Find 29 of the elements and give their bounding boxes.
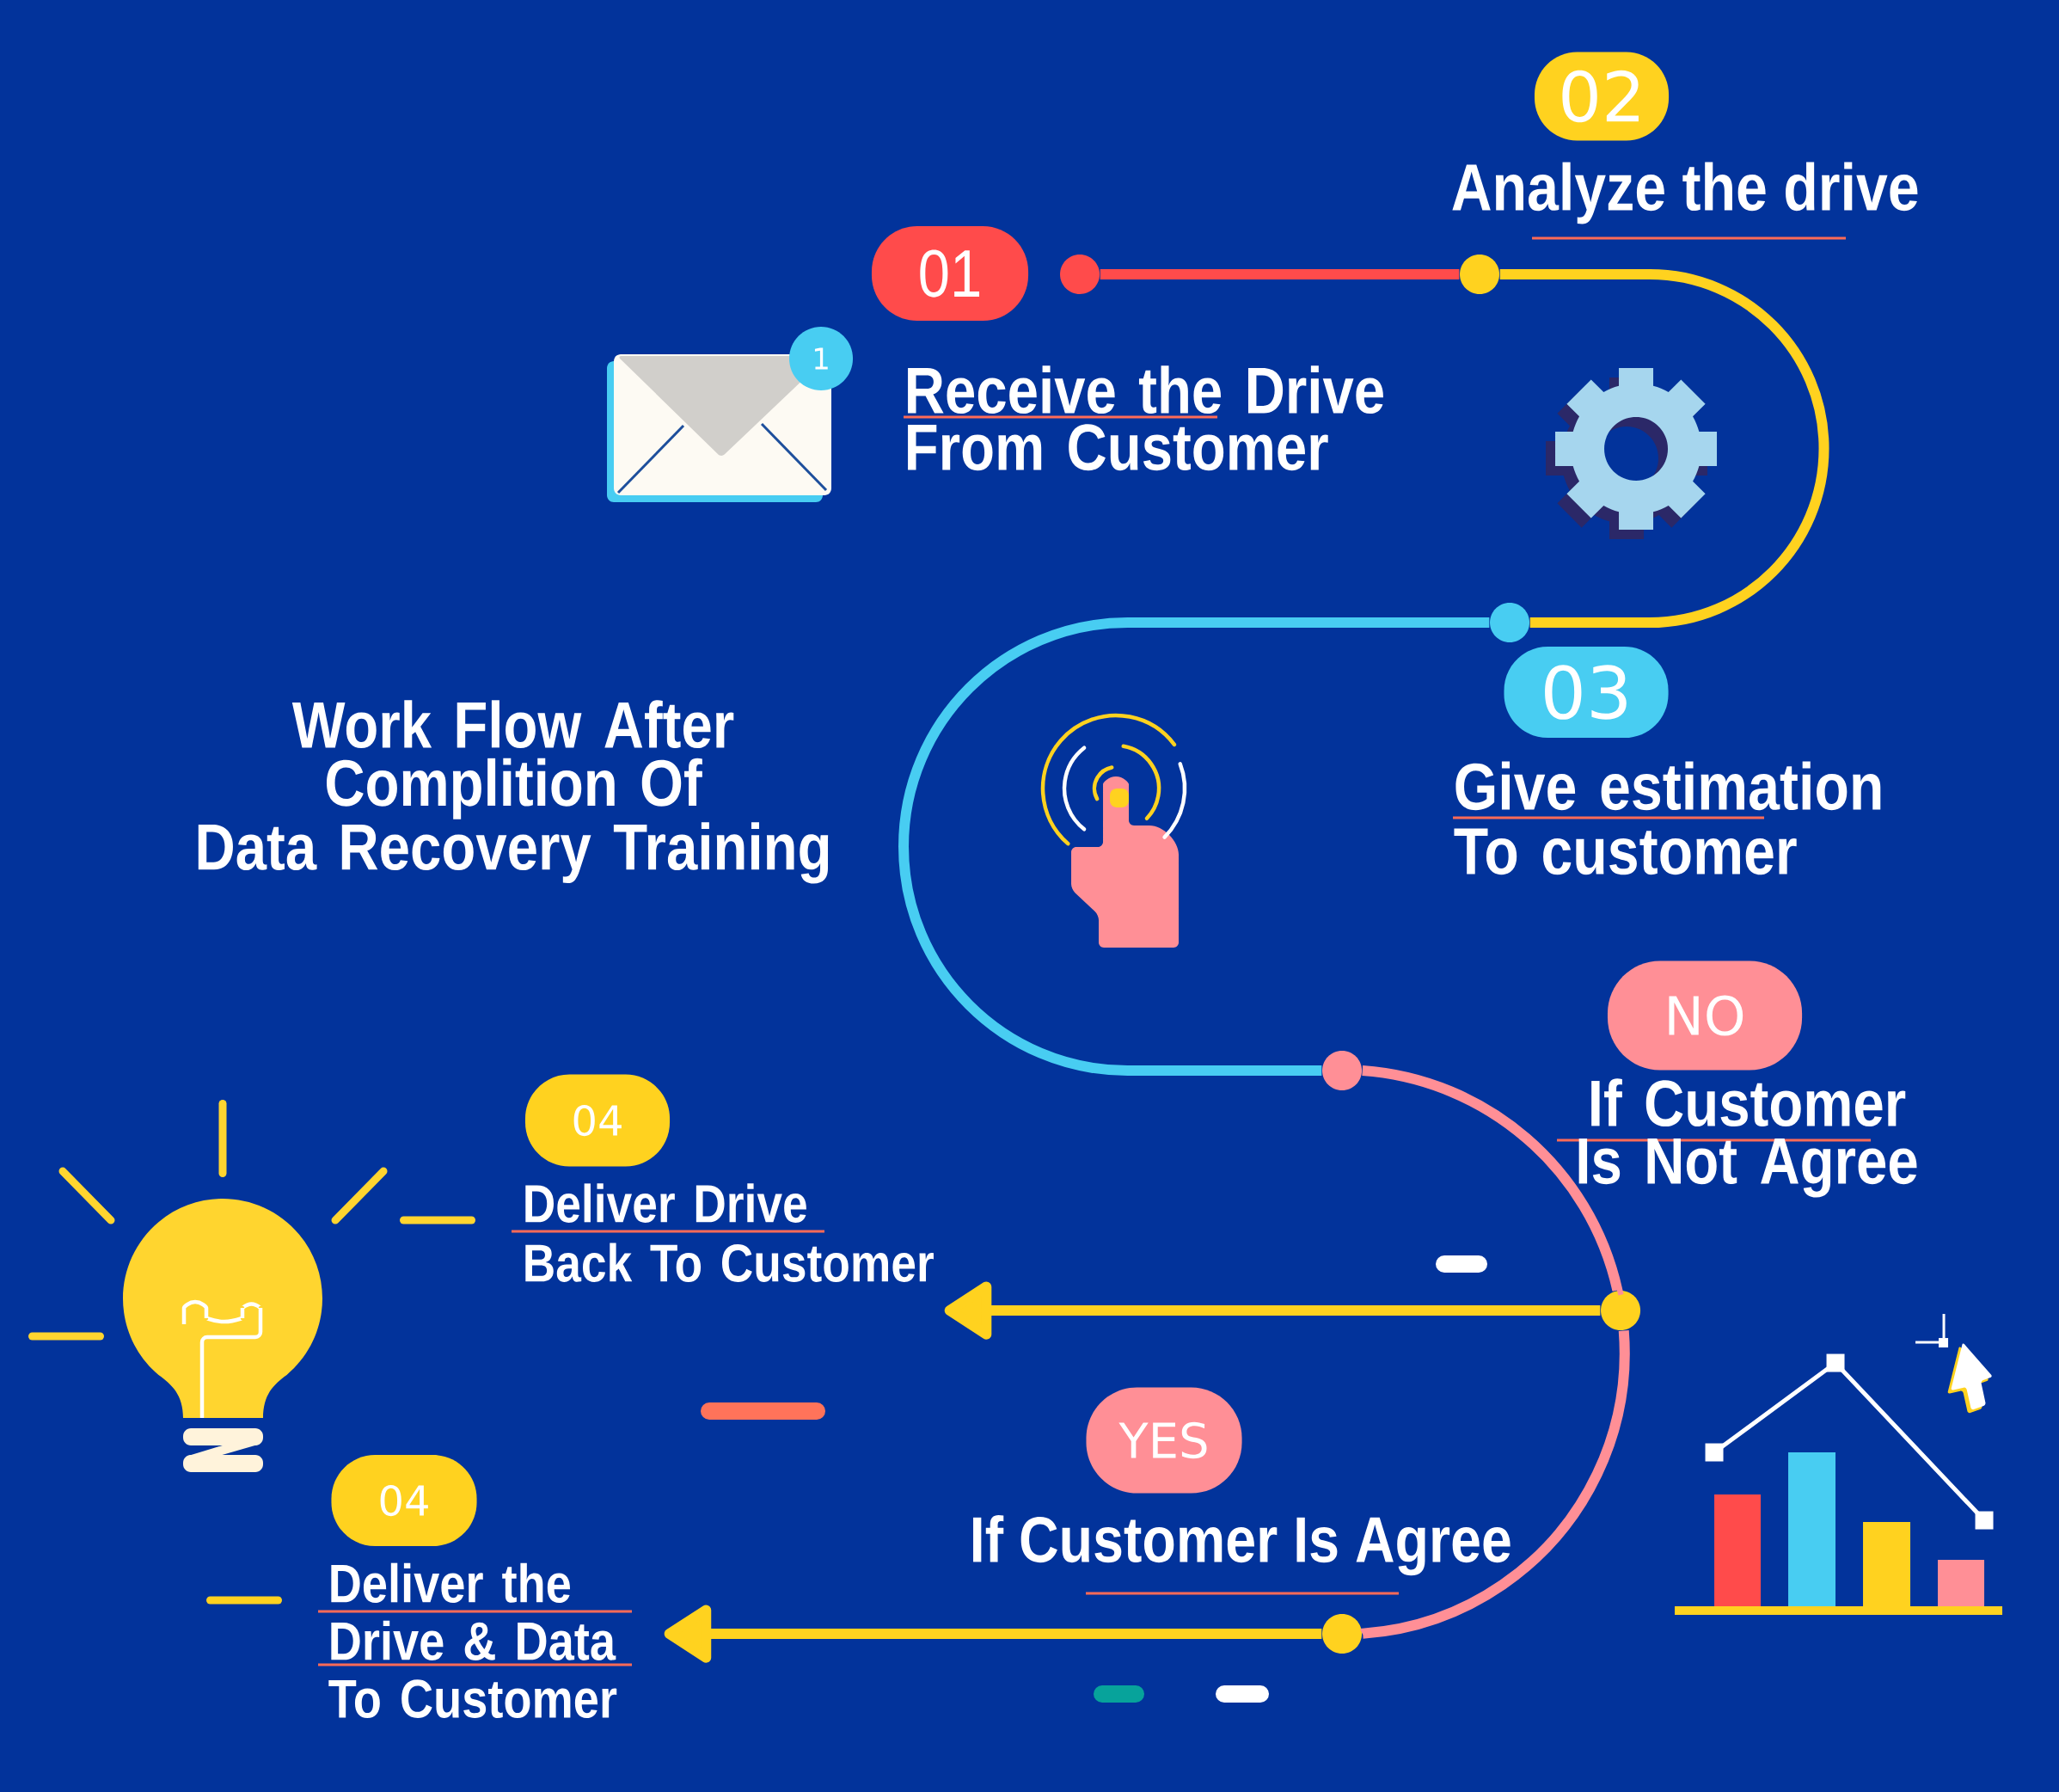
connector-line: [1499, 269, 1829, 629]
junction-dot: [1490, 603, 1530, 643]
step-text: Deliver the Drive & Data To Customer: [318, 1562, 632, 1718]
number-badge: 02: [1535, 52, 1670, 141]
step-text: Deliver Drive Back To Customer: [512, 1183, 934, 1282]
junction-dot: [1060, 255, 1100, 294]
connector-line: [1362, 1065, 1623, 1296]
number-badge: 04: [524, 1074, 671, 1167]
arrow: [664, 1605, 1322, 1663]
step-text: Receive the Drive From Customer: [904, 365, 1383, 471]
step-text: If Customer Is Agree: [973, 1515, 1511, 1595]
number-badge: 04: [331, 1455, 477, 1547]
number-badge: 01: [871, 225, 1029, 322]
connector-line: [1357, 1330, 1630, 1639]
answer-badge: NO: [1608, 960, 1803, 1071]
arrow: [944, 1281, 1601, 1340]
junction-dot: [1322, 1051, 1363, 1091]
notification-badge: 1: [789, 327, 854, 391]
answer-badge: YES: [1086, 1387, 1242, 1494]
title: Work Flow After Complition Of Data Recovery Training: [198, 700, 829, 884]
step-text: If Customer Is Not Agree: [1557, 1078, 1917, 1198]
junction-dot: [1322, 1614, 1363, 1654]
junction-dot: [1601, 1291, 1641, 1331]
connector-line: [898, 617, 1490, 1077]
junction-dot: [1460, 255, 1500, 294]
step-text: Analyze the drive: [1452, 162, 1918, 240]
step-text: Give estimation To customer: [1453, 761, 1881, 875]
connector-line: [1100, 269, 1460, 279]
number-badge: 03: [1504, 647, 1669, 739]
